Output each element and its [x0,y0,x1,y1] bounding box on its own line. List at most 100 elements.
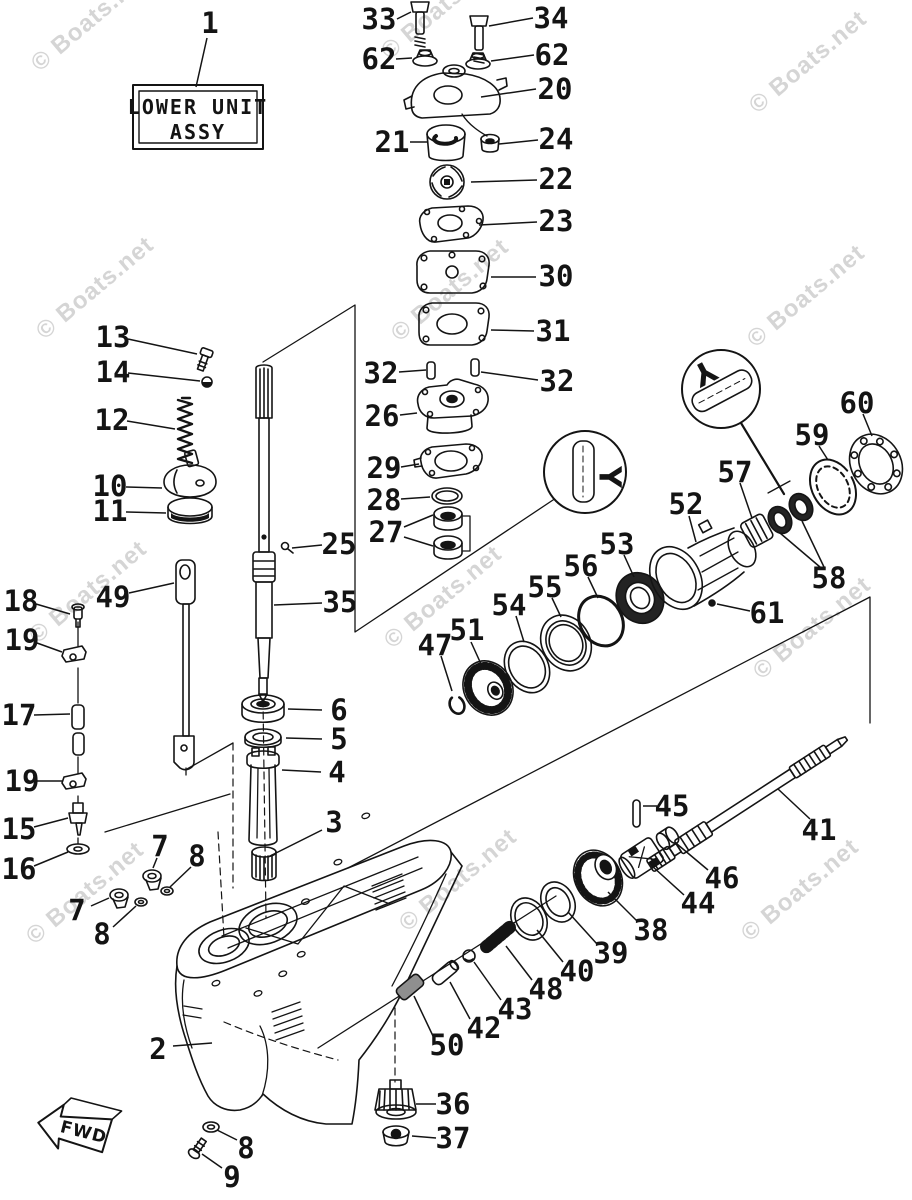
callout-30: 30 [539,259,574,293]
leader-line-9 [201,1153,223,1169]
bearing-27-upper [433,506,463,531]
callout-43: 43 [498,992,533,1026]
gasket-8-upper [160,886,174,896]
leader-line-8 [169,866,192,888]
leader-line-55 [551,597,562,618]
driveshaft-35 [252,364,276,703]
leader-line-49 [128,582,175,594]
leader-line-31 [490,329,535,332]
callout-31: 31 [536,314,571,348]
oil-seal-58-front [767,505,793,535]
spring-ring-46 [655,826,680,851]
leader-line-15 [33,817,69,828]
ball-bearing-60 [848,433,904,495]
nut-62-left [412,49,438,67]
callout-36: 36 [436,1087,471,1121]
callout-55: 55 [528,570,563,604]
callout-22: 22 [539,162,574,196]
needle-bearing-3 [251,846,277,882]
leader-line-26 [399,412,418,416]
water-pump-housing-20 [403,64,508,137]
gasket-8-lower [134,897,148,907]
inset-detail-pin-vertical: Y [543,430,627,514]
fwd-arrow: FWD [37,1097,123,1154]
clutch-dog-44 [618,837,664,880]
callout-56: 56 [564,549,599,583]
callout-11: 11 [93,494,128,528]
washer-8-bottom [202,1121,220,1133]
leader-line-54 [515,615,525,643]
assembly-label-line1: LOWER UNIT [128,95,268,119]
leader-line-35 [273,602,323,606]
leader-line-10 [125,486,163,489]
reverse-gear-38 [572,849,624,907]
leader-line-48 [505,945,533,981]
water-intake-grate [371,873,407,911]
leader-line-20 [480,88,537,98]
callout-59: 59 [795,418,830,452]
leader-line-58 [779,532,821,568]
callout-45: 45 [655,789,690,823]
callout-26: 26 [365,399,400,433]
leader-line-39 [567,911,598,945]
leader-line-47 [440,655,453,692]
callout-16: 16 [2,852,37,886]
dowel-pin-32-left [426,361,436,380]
callout-18: 18 [4,584,39,618]
carrier-screw-61 [708,599,716,607]
callout-14: 14 [96,355,131,389]
callout-19: 19 [5,764,40,798]
callout-47: 47 [418,628,453,662]
leader-line-14 [127,372,201,382]
leader-line-29 [400,463,420,468]
leader-line-44 [651,865,685,896]
callout-6: 6 [330,693,347,727]
callout-25: 25 [322,527,357,561]
leader-line-62 [490,54,535,62]
shift-cam-10 [163,449,217,498]
callout-19: 19 [5,623,40,657]
callout-49: 49 [96,580,131,614]
leader-line-18 [35,603,71,615]
callout-62: 62 [362,42,397,76]
bearing-27-lower [433,515,471,560]
inset-orientation-mark-1: Y [592,465,627,489]
bearing-race-55 [539,614,593,672]
sleeve-4 [246,746,280,847]
washer-16 [66,843,90,855]
leader-line-62 [395,57,413,60]
callout-35: 35 [323,585,358,619]
slider-50 [395,973,425,1001]
leader-line-32 [398,369,427,373]
leader-line-42 [449,981,471,1020]
leader-line-11 [125,511,167,514]
gear-case-housing-2 [174,812,463,1125]
leader-line-7 [90,897,110,907]
callout-7: 7 [151,829,168,863]
callout-20: 20 [538,72,573,106]
callout-57: 57 [718,455,753,489]
callout-61: 61 [750,596,785,630]
assembly-label-line2: ASSY [170,120,226,144]
callout-48: 48 [529,972,564,1006]
pinion-nut-37 [382,1125,410,1147]
leader-line-7 [152,857,158,869]
callout-62: 62 [535,38,570,72]
needle-bearing-57 [740,513,774,548]
callout-9: 9 [223,1160,240,1194]
callout-27: 27 [369,515,404,549]
snap-ring-59 [808,458,858,516]
gasket-29 [413,443,483,479]
watermark-text: © Boats.net [742,239,870,353]
callout-8: 8 [188,839,205,873]
pump-base-26 [416,378,489,434]
plunger-42 [431,959,460,986]
leader-line-5 [285,737,323,740]
callout-60: 60 [840,386,875,420]
group-frame-lines [104,304,871,1083]
thrust-clip-47 [448,695,466,715]
callout-3: 3 [325,805,342,839]
leader-line-28 [400,496,431,500]
bearing-carrier-52 [648,519,757,611]
